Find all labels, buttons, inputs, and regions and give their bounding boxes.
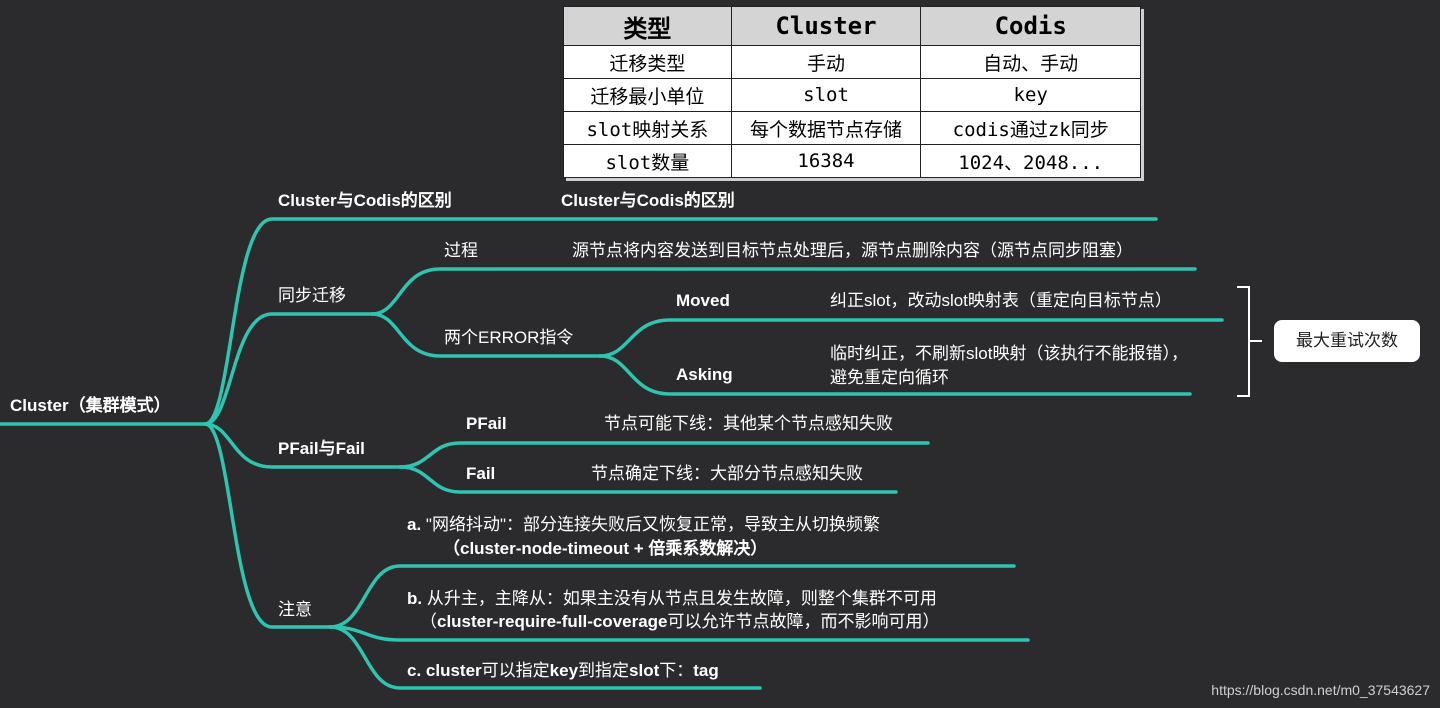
note-c: c. cluster可以指定key到指定slot下：tag [407,660,719,682]
node-diff-detail: Cluster与Codis的区别 [561,191,735,210]
table-cell: 迁移最小单位 [563,78,732,112]
note-c-slot: slot [629,661,660,680]
root-node: Cluster（集群模式） [10,396,171,415]
note-a-line2: （cluster-node-timeout + 倍乘系数解决） [443,539,768,558]
note-b-rest: 可以允许节点故障，而不影响可用） [667,612,940,631]
table-cell: 迁移类型 [563,45,732,79]
note-c-t3: 下： [659,661,694,680]
table-cell: codis通过zk同步 [920,111,1141,145]
table-cell: 每个数据节点存储 [730,111,922,145]
retry-callout: 最大重试次数 [1274,320,1420,362]
edge-root-notes [203,422,332,629]
table-cell: 16384 [730,144,922,178]
table-header: Codis [920,6,1141,46]
table-cell: slot数量 [563,144,732,178]
note-b-line2: （cluster-require-full-coverage可以允许节点故障，而… [420,611,940,633]
note-c-t1: 可以指定 [481,661,550,680]
node-asking: Asking [676,365,733,384]
node-process-detail: 源节点将内容发送到目标节点处理后，源节点删除内容（源节点同步阻塞） [572,241,1133,260]
table-header-row: 类型 Cluster Codis [563,6,1141,46]
table-cell: 1024、2048... [920,144,1141,178]
edge-notes-a [328,564,1016,629]
summary-bracket [1237,286,1250,397]
note-b-text: 从升主，主降从：如果主没有从节点且发生故障，则整个集群不可用 [426,589,937,608]
node-errors: 两个ERROR指令 [444,328,574,347]
table-header: Cluster [730,6,922,46]
node-moved: Moved [676,291,730,310]
note-b-option: cluster-require-full-coverage [437,612,668,631]
node-notes: 注意 [278,600,312,619]
node-diff: Cluster与Codis的区别 [278,191,452,210]
note-a-text: "网络抖动"：部分连接失败后又恢复正常，导致主从切换频繁 [425,515,880,534]
edge-notes-c [328,625,762,690]
note-b-prefix: b. [407,589,423,608]
note-c-t2: 到指定 [578,661,630,680]
watermark: https://blog.csdn.net/m0_37543627 [1211,682,1430,698]
edge-pfail-fail [398,465,898,494]
table-cell: key [920,78,1141,112]
edge-errors-asking [598,354,1192,396]
table-row: slot数量 16384 1024、2048... [563,144,1141,178]
edge-root-sync [203,312,374,426]
node-sync: 同步迁移 [278,286,346,305]
comparison-table: 类型 Cluster Codis 迁移类型 手动 自动、手动 迁移最小单位 sl… [563,6,1141,178]
node-pfail-fail: PFail与Fail [278,439,365,458]
table-cell: 自动、手动 [920,45,1141,79]
edge-root-diff [203,217,1158,426]
table-row: slot映射关系 每个数据节点存储 codis通过zk同步 [563,111,1141,145]
table-cell: slot [730,78,922,112]
node-fail: Fail [466,464,496,483]
node-moved-detail: 纠正slot，改动slot映射表（重定向目标节点） [830,291,1172,310]
table-header: 类型 [563,6,732,46]
table-cell: 手动 [730,45,922,79]
edge-pfail-pfail [398,441,930,469]
edge-errors-moved [598,318,1224,358]
node-asking-detail: 临时纠正，不刷新slot映射（该执行不能报错），避免重定向循环 [830,344,1188,387]
table-row: 迁移最小单位 slot key [563,78,1141,112]
edge-root-pfail [203,422,402,469]
note-a-line1: a. "网络抖动"：部分连接失败后又恢复正常，导致主从切换频繁 [407,514,880,536]
node-pfail: PFail [466,414,507,433]
note-b-open: （ [420,612,437,631]
table-row: 迁移类型 手动 自动、手动 [563,45,1141,79]
note-a-prefix: a. [407,515,422,534]
note-c-tag: tag [693,661,719,680]
note-b-line1: b. 从升主，主降从：如果主没有从节点且发生故障，则整个集群不可用 [407,588,937,610]
node-process: 过程 [444,241,478,260]
note-c-prefix: c. cluster [407,661,482,680]
note-c-key: key [549,661,579,680]
table-cell: slot映射关系 [563,111,732,145]
edge-sync-errors [370,312,602,358]
node-fail-detail: 节点确定下线：大部分节点感知失败 [591,464,863,483]
edge-sync-process [370,267,1197,316]
node-pfail-detail: 节点可能下线：其他某个节点感知失败 [604,414,893,433]
